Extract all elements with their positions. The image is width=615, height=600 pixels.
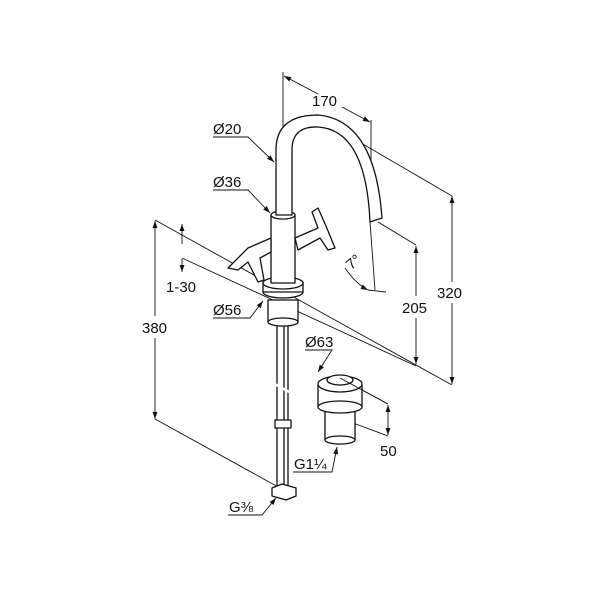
- spout-height-label: 205: [402, 300, 427, 317]
- spout-diameter-label: Ø20: [213, 121, 241, 138]
- deck-thickness-label: 1-30: [166, 279, 196, 296]
- pop-up-waste: [317, 374, 389, 445]
- faucet: [227, 114, 383, 501]
- dimension-lines: [152, 72, 455, 516]
- waste-height-label: 50: [380, 443, 397, 460]
- body-diameter-label: Ø36: [213, 174, 241, 191]
- waste-thread-label: G1¼: [294, 456, 327, 473]
- waste-diameter-label: Ø63: [305, 334, 333, 351]
- total-height-label: 320: [437, 285, 462, 302]
- hose-length-label: 380: [142, 320, 167, 337]
- spout-reach-label: 170: [312, 93, 337, 110]
- supply-thread-label: G⅜: [229, 499, 254, 516]
- base-diameter-label: Ø56: [213, 302, 241, 319]
